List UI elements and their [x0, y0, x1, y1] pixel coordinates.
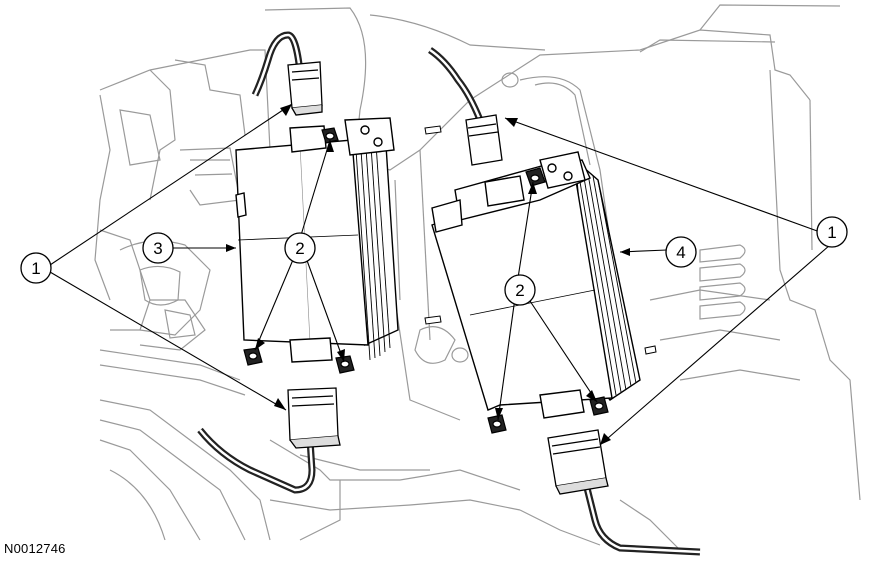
callout-4: 4 [665, 236, 697, 268]
callout-1-right: 1 [816, 216, 848, 248]
mounting-studs [424, 125, 657, 355]
svg-text:4: 4 [676, 243, 685, 262]
nut-module3-top [321, 127, 339, 144]
svg-text:3: 3 [153, 239, 162, 258]
leader-lines [49, 103, 831, 446]
nut-module4-bottom-right [589, 396, 609, 416]
wiring-harnesses [197, 31, 701, 556]
callout-2-left: 2 [284, 232, 316, 264]
nut-module3-bottom-left [243, 347, 263, 366]
mounting-nuts [243, 127, 609, 434]
electrical-connector-lower-right [547, 429, 609, 495]
svg-text:2: 2 [295, 239, 304, 258]
module-3 [235, 117, 399, 363]
nut-module4-bottom-left [487, 414, 507, 434]
electrical-connector-upper-left [287, 61, 323, 116]
callout-1-left: 1 [20, 252, 52, 284]
figure-id: N0012746 [4, 541, 66, 556]
svg-text:1: 1 [31, 259, 40, 278]
electrical-connector-lower-left [287, 387, 341, 449]
nut-module4-top [525, 167, 546, 187]
svg-text:2: 2 [515, 281, 524, 300]
electrical-connector-upper-right [465, 114, 503, 166]
background-vehicle-structure [94, 4, 861, 551]
nut-module3-bottom-right [335, 355, 355, 374]
leader-arrowheads [226, 104, 630, 445]
callout-3: 3 [142, 232, 174, 264]
callout-2-right: 2 [504, 274, 536, 306]
svg-text:1: 1 [827, 223, 836, 242]
